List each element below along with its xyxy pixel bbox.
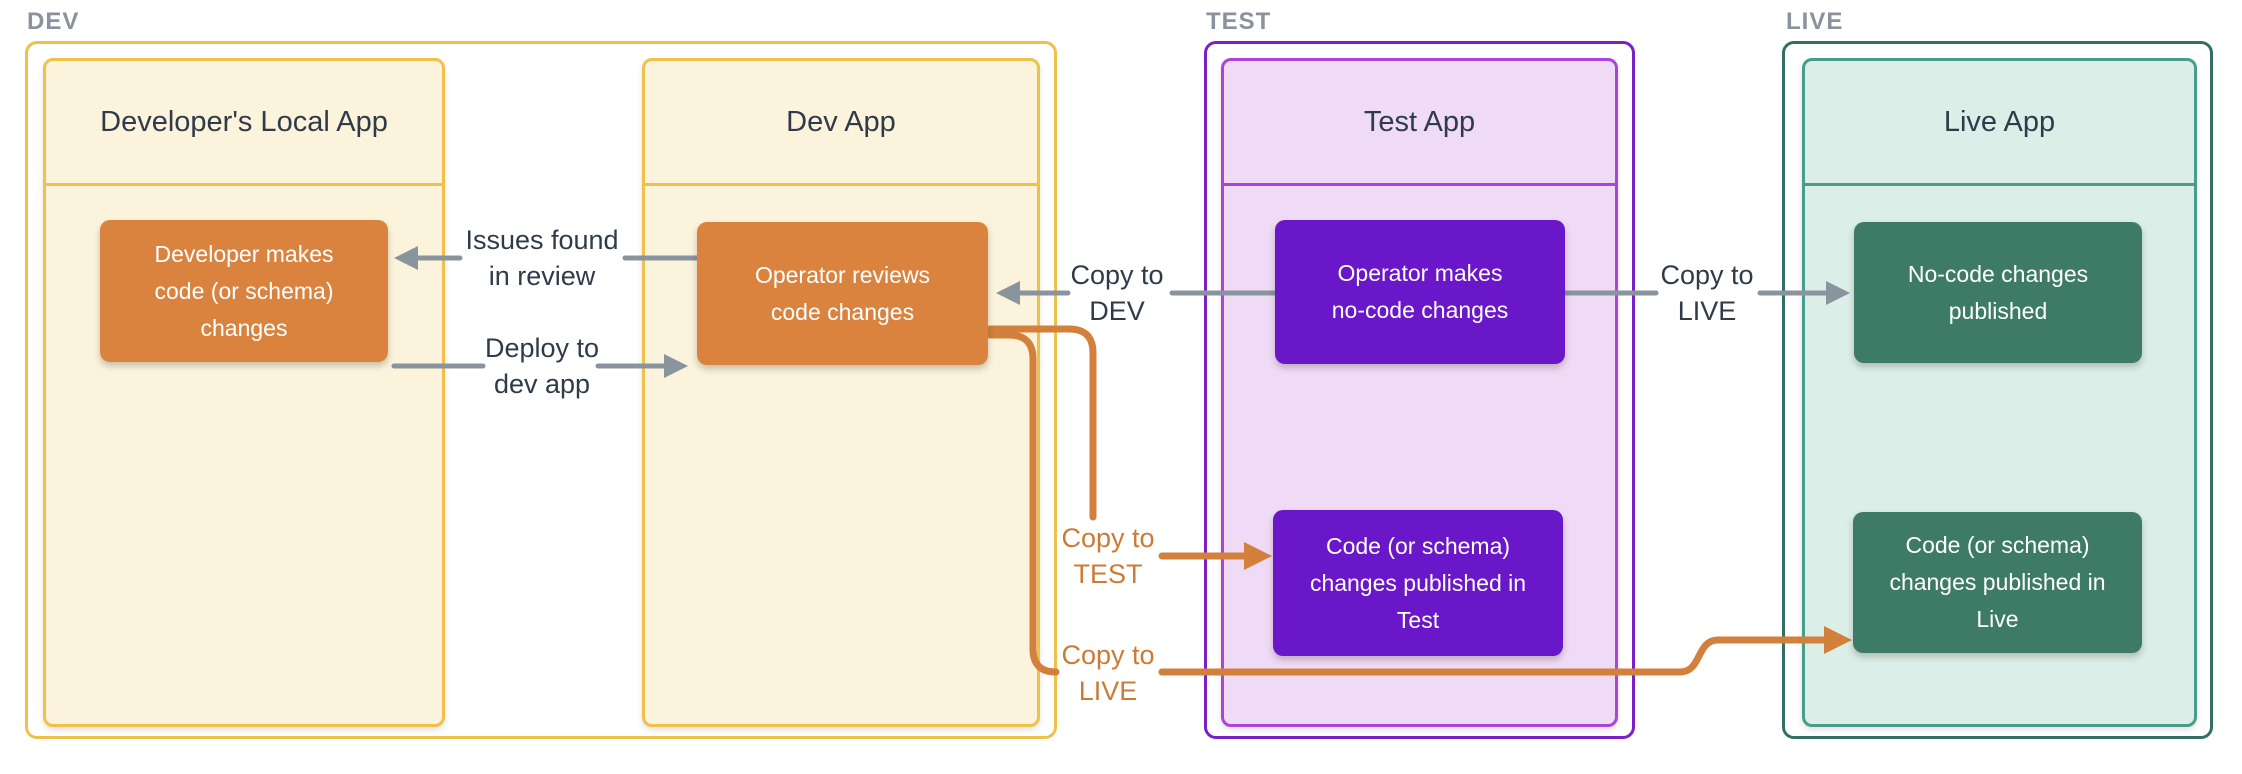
label-copy-to-test: Copy to TEST <box>1061 523 1155 589</box>
node-operator-reviews-code: Operator reviews code changes <box>697 222 988 365</box>
app-title-dev-app: Dev App <box>786 105 896 138</box>
zone-label-live: LIVE <box>1786 8 1844 35</box>
label-copy-to-live-orange: Copy to LIVE <box>1061 640 1155 706</box>
app-box-dev-app: Dev App <box>642 58 1040 727</box>
node-code-published-test: Code (or schema) changes published in Te… <box>1273 510 1563 656</box>
node-developer-makes-changes: Developer makes code (or schema) changes <box>100 220 388 362</box>
label-issues-found: Issues found in review <box>465 225 619 291</box>
zone-label-test: TEST <box>1206 8 1272 35</box>
label-copy-to-dev: Copy to DEV <box>1070 260 1164 326</box>
node-code-published-live: Code (or schema) changes published in Li… <box>1853 512 2142 653</box>
node-operator-makes-nocode: Operator makes no-code changes <box>1275 220 1565 364</box>
node-nocode-published: No-code changes published <box>1854 222 2142 363</box>
app-box-developers-local: Developer's Local App <box>43 58 445 727</box>
app-header-developers-local: Developer's Local App <box>46 61 442 186</box>
app-title-test-app: Test App <box>1363 105 1476 138</box>
app-header-dev-app: Dev App <box>645 61 1037 186</box>
app-header-live-app: Live App <box>1805 61 2194 186</box>
app-title-developers-local: Developer's Local App <box>100 105 388 138</box>
label-copy-to-live-gray: Copy to LIVE <box>1660 260 1754 326</box>
app-header-test-app: Test App <box>1224 61 1615 186</box>
label-deploy-to-dev: Deploy to dev app <box>484 333 600 399</box>
app-title-live-app: Live App <box>1943 105 2056 138</box>
zone-label-dev: DEV <box>27 8 80 35</box>
